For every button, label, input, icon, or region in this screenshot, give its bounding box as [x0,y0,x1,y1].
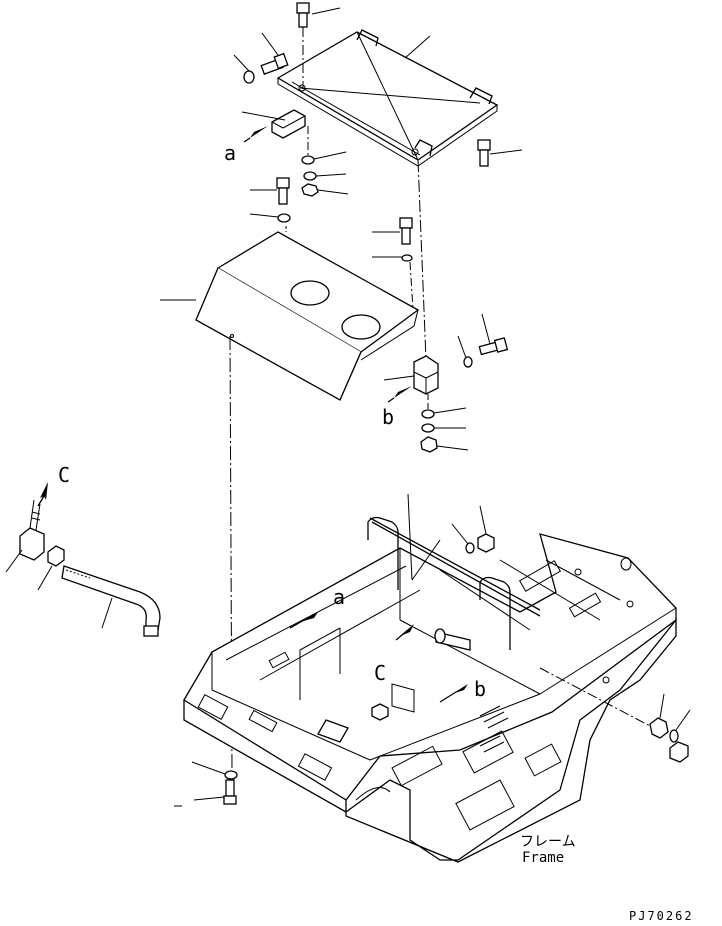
bolt-washer-bracket-b [457,313,509,368]
callout-c-lower: C [374,661,386,685]
callout-a-upper: a [224,141,236,165]
callout-a-lower: a [333,585,345,609]
bracket-a: a [224,109,306,165]
washer-stack-upper [301,126,349,197]
bolt-right-bonnet [372,217,414,311]
callout-b-upper: b [382,405,394,429]
frame-right-hardware [539,667,691,763]
middle-bonnet [160,226,420,401]
drawing-code: PJ70262 [629,909,694,923]
top-bolt [296,2,341,88]
callout-c-upper: C [58,463,70,487]
frame-label-en: Frame [522,850,564,866]
bolt-left-bonnet [249,177,291,223]
bracket-b: b [382,355,439,429]
pipe-assembly: C [5,463,161,637]
bottom-bolt [174,761,238,807]
frame-label-jp: フレーム [520,834,576,850]
bolt-right-top [477,139,523,167]
frame-top-hardware [451,505,495,554]
callout-b-lower: b [474,677,486,701]
washer-stack-lower [420,394,469,453]
main-frame: a C b [183,493,677,863]
top-cover-plate [276,29,499,167]
bolt-washer-top-left [233,32,289,84]
